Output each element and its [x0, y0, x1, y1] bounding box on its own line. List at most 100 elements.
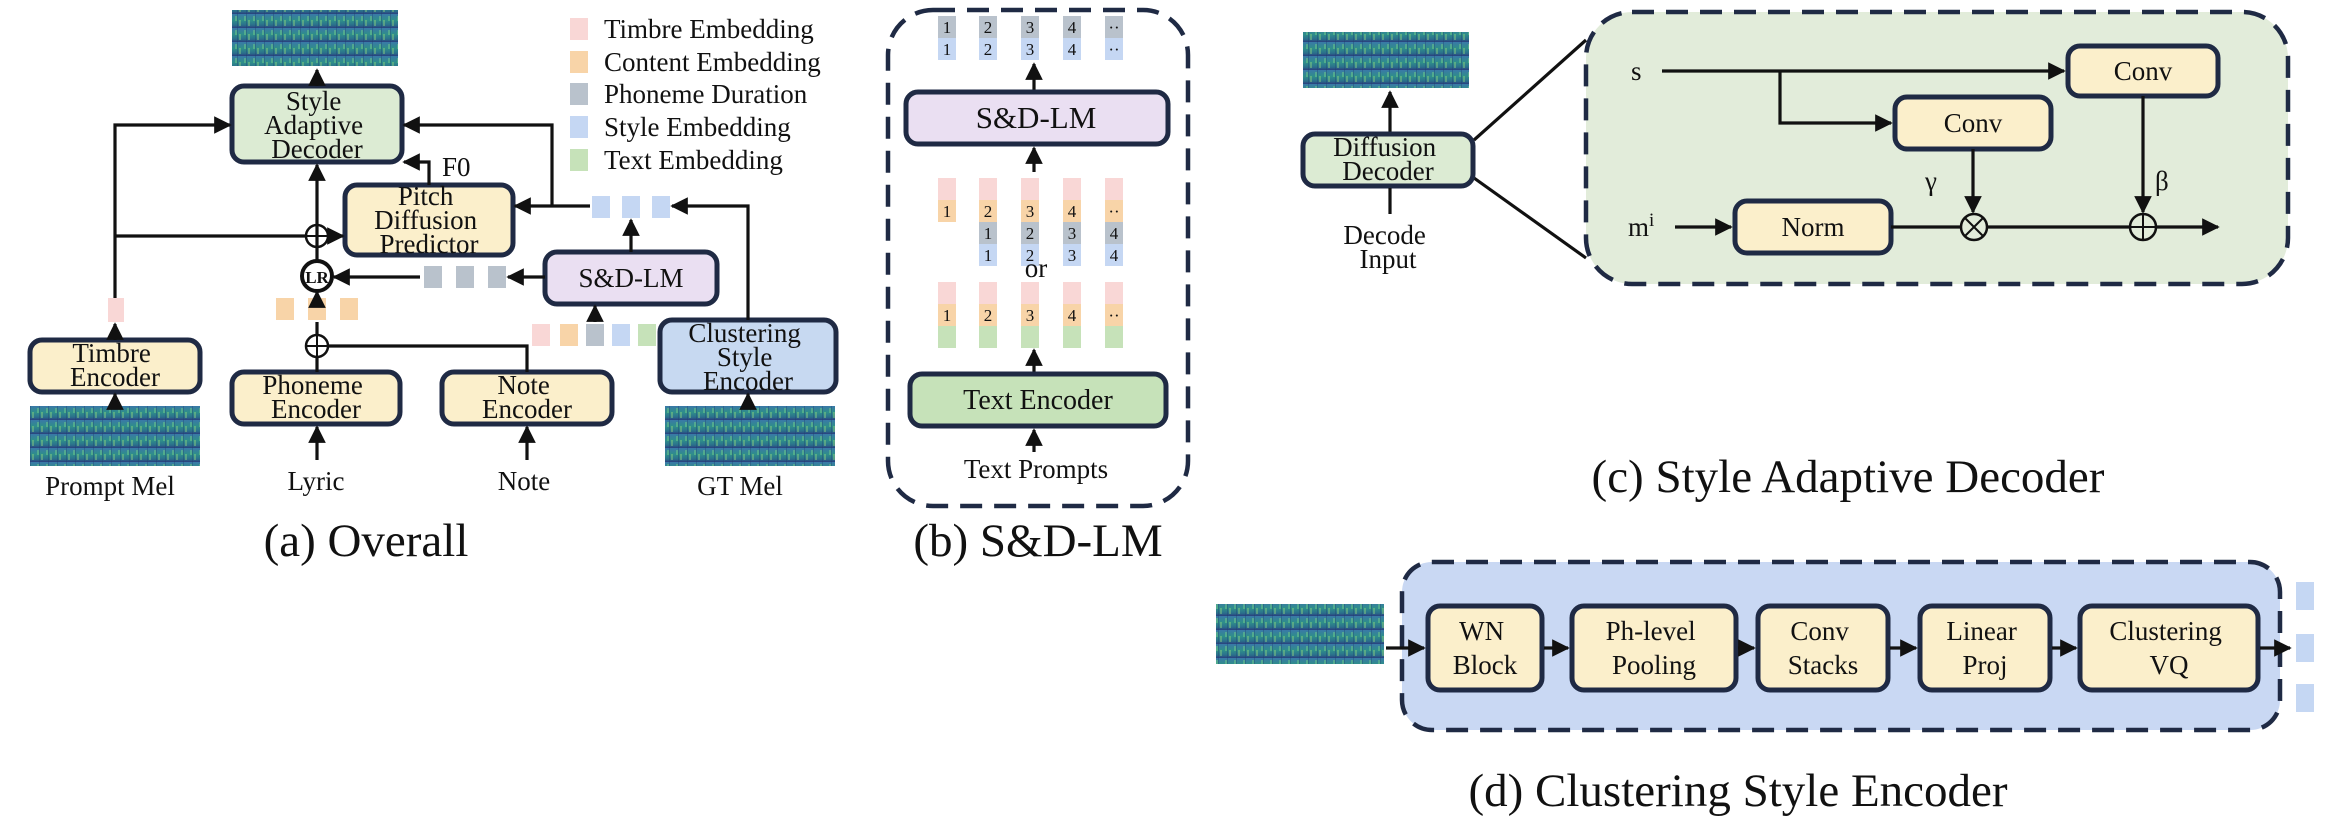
output-duration-token-cell: [938, 16, 956, 38]
legend-label-timbre: Timbre Embedding: [604, 14, 814, 44]
add-node: [2128, 212, 2158, 242]
block-linear-line-2: Proj: [1962, 650, 2007, 680]
low-content-token-cell: [938, 304, 956, 326]
sdlm-label-overall: S&D-LM: [578, 263, 683, 293]
legend-swatch-content: [570, 51, 588, 73]
diffusion-decoder-box: [1300, 131, 1476, 189]
block-conv-line-2: Stacks: [1788, 650, 1859, 680]
output-style-token-label: 4: [1068, 40, 1077, 59]
diffusion-decoder-line-2: Decoder: [1342, 156, 1433, 186]
caption-sdlm: (b) S&D-LM: [913, 515, 1162, 567]
m-superscript: i: [1649, 210, 1654, 231]
legend-label-text: Text Embedding: [604, 145, 783, 175]
svg-text:Ph-level Pooling: Ph-level Pooling: [1606, 616, 1703, 680]
encoder-input-spectrogram: [1216, 604, 1384, 664]
phoneme-line-1: Phoneme: [262, 370, 363, 400]
svg-text:Linear Proj: Linear Proj: [1946, 616, 2023, 680]
legend-swatch-duration: [570, 83, 588, 105]
mid-duration-token-label: 1: [984, 224, 993, 243]
sdlm-box-label: S&D-LM: [976, 100, 1097, 135]
content-tokens: [276, 298, 358, 320]
mid-duration-token-label: 3: [1068, 224, 1077, 243]
low-timbre-token-cell: [1063, 282, 1081, 304]
low-text-token-cell: [938, 326, 956, 348]
svg-text:WN Block: WN Block: [1453, 616, 1518, 680]
caption-overall: (a) Overall: [264, 515, 469, 567]
output-style-token-cell: [938, 38, 956, 60]
output-style-token-cell: [979, 38, 997, 60]
legend-label-content: Content Embedding: [604, 47, 821, 77]
text-encoder-box: [907, 371, 1169, 429]
pitch-line-1: Pitch: [398, 181, 454, 211]
sdlm-dashed-frame: [885, 7, 1191, 509]
pitch-line-3: Predictor: [380, 229, 479, 259]
f0-label: F0: [442, 152, 471, 182]
legend-label-style: Style Embedding: [604, 112, 791, 142]
style-decoder-line-2: Adaptive: [264, 110, 363, 140]
zoom-line-top: [1472, 38, 1588, 142]
output-spectrogram: [232, 10, 398, 66]
mid-content-token-cell: [1063, 200, 1081, 222]
mid-timbre-token-cell: [1021, 178, 1039, 200]
mid-content-token-label: 2: [984, 202, 993, 221]
low-text-token-cell: [1021, 326, 1039, 348]
low-timbre-token-cell: [979, 282, 997, 304]
caption-style-adaptive-decoder: (c) Style Adaptive Decoder: [1592, 451, 2105, 503]
low-content-token-label: 1: [943, 306, 952, 325]
block-wn-line-2: Block: [1453, 650, 1518, 680]
style-decoder-line-1: Style: [286, 86, 342, 116]
output-duration-token-label: 1: [943, 18, 952, 37]
output-style-token-cell: [1063, 38, 1081, 60]
gt-mel-spectrogram: [665, 406, 835, 466]
decode-input-line-2: Input: [1360, 244, 1417, 274]
output-style-token-cell: [1021, 38, 1039, 60]
cluster-line-1: Clustering: [688, 318, 801, 348]
cluster-line-3: Encoder: [703, 366, 793, 396]
text-prompts-label: Text Prompts: [964, 454, 1108, 484]
mid-content-token-label: 1: [943, 202, 952, 221]
lr-label: LR: [305, 268, 329, 287]
diffusion-decoder-line-1: Diffusion: [1333, 132, 1437, 162]
svg-text:Decode Input: Decode Input: [1343, 220, 1432, 274]
norm-label: Norm: [1782, 212, 1845, 242]
mid-style-token-cell: [979, 244, 997, 266]
mid-style-token-cell: [1021, 244, 1039, 266]
output-style-token-label: 2: [984, 40, 993, 59]
block-wn: [1425, 603, 1545, 693]
svg-text:Diffusion Decoder: Diffusion Decoder: [1333, 132, 1443, 186]
duration-tokens: [424, 266, 506, 288]
low-content-token-label: 3: [1026, 306, 1035, 325]
legend-swatch-style: [570, 116, 588, 138]
low-text-token-cell: [1063, 326, 1081, 348]
timbre-line-2: Encoder: [70, 362, 160, 392]
output-style-token-cell: [1105, 38, 1123, 60]
block-clustering-vq: [2077, 603, 2261, 693]
conv-top-label: Conv: [2114, 56, 2173, 86]
block-linear-line-1: Linear: [1946, 616, 2016, 646]
or-label: or: [1025, 253, 1048, 283]
mid-duration-token-cell: [1063, 222, 1081, 244]
mid-duration-token-label: 4: [1110, 224, 1119, 243]
mid-content-token-cell: [1105, 200, 1123, 222]
panel-overall: Style Adaptive Decoder Pitch Diffusion P…: [27, 10, 839, 567]
note-label: Note: [498, 466, 551, 496]
beta-label: β: [2155, 166, 2169, 196]
svg-text:Pitch Diffusion Pr: Pitch Diffusion Predictor: [374, 181, 484, 259]
svg-text:Timbre Encoder: Timbre Encoder: [70, 338, 160, 392]
output-duration-token-cell: [979, 16, 997, 38]
svg-text:Style Adaptive Dec: Style Adaptive Decoder: [264, 86, 370, 164]
text-encoder-label: Text Encoder: [963, 385, 1113, 416]
svg-text:Clustering Style E: Clustering Style Encoder: [688, 318, 807, 396]
gt-mel-label: GT Mel: [697, 471, 783, 501]
low-content-token-cell: [979, 304, 997, 326]
mid-style-token-label: 3: [1068, 246, 1077, 265]
output-duration-token-label: 3: [1026, 18, 1035, 37]
block-pooling: [1569, 603, 1739, 693]
style-decoder-line-3: Decoder: [271, 134, 362, 164]
low-content-token-cell: [1105, 304, 1123, 326]
svg-text:Phoneme Encoder: Phoneme Encoder: [262, 370, 369, 424]
output-style-token-label: 1: [943, 40, 952, 59]
